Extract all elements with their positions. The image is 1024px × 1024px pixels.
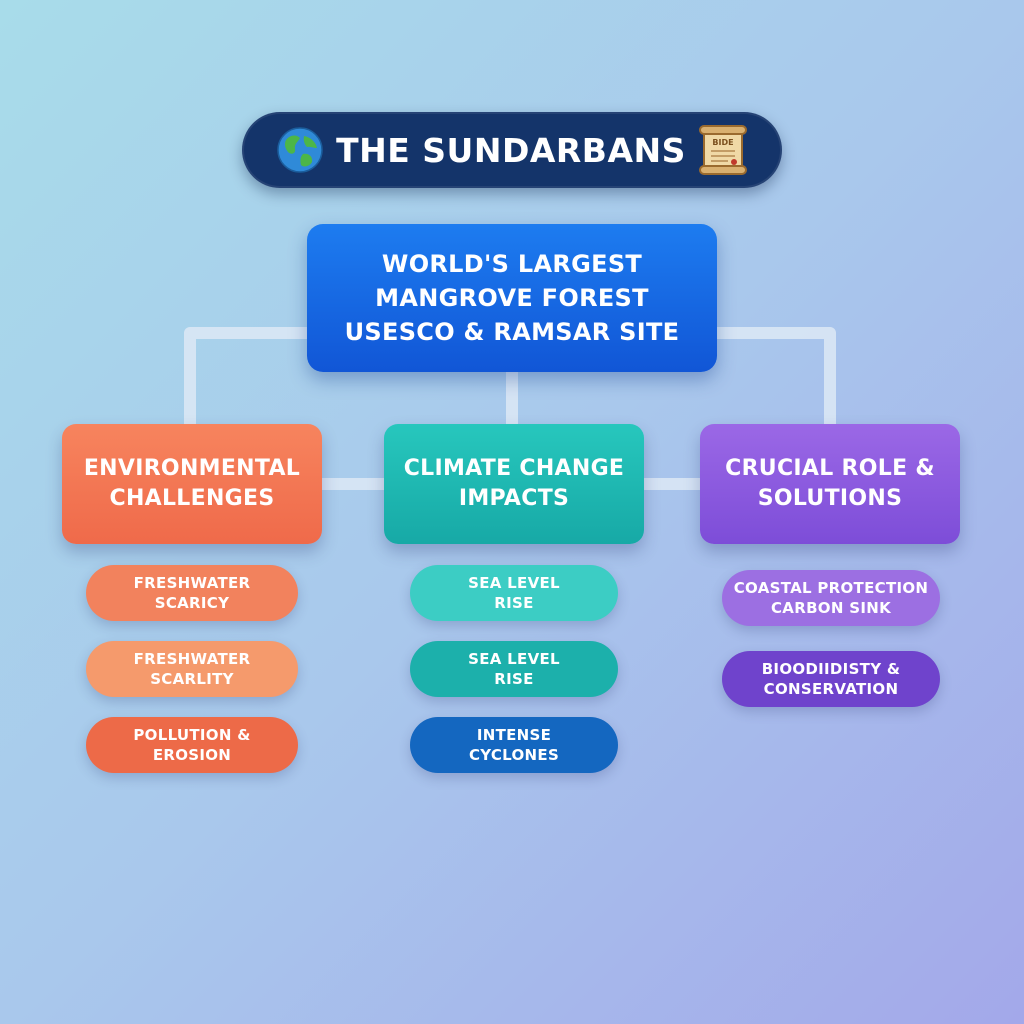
leaf-item: FRESHWATER SCARLITY [86, 641, 298, 697]
leaf-line: SEA LEVEL [468, 574, 560, 592]
leaf-item: FRESHWATER SCARICY [86, 565, 298, 621]
category-title-line: IMPACTS [458, 486, 570, 511]
leaf-line: SCARICY [154, 594, 230, 612]
category-title-line: SOLUTIONS [757, 486, 903, 511]
page-title: THE SUNDARBANS [336, 130, 686, 170]
leaf-line: SCARLITY [150, 670, 234, 688]
leaf-line: POLLUTION & [133, 726, 251, 744]
leaf-item: COASTAL PROTECTION CARBON SINK [722, 570, 940, 626]
root-line: WORLD'S LARGEST [381, 250, 643, 278]
leaf-item: BIOODIIDISTY & CONSERVATION [722, 651, 940, 707]
leaf-line: COASTAL PROTECTION [733, 579, 929, 597]
root-node: WORLD'S LARGEST MANGROVE FOREST USESCO &… [307, 224, 717, 372]
leaf-line: BIOODIIDISTY & [761, 660, 901, 678]
leaf-line: CONSERVATION [763, 680, 899, 698]
scroll-icon: BIDE [698, 125, 747, 175]
root-line: USESCO & RAMSAR SITE [344, 318, 680, 346]
leaf-line: RISE [494, 670, 534, 688]
category-title-line: CHALLENGES [109, 486, 275, 511]
leaf-line: CARBON SINK [771, 599, 891, 617]
leaf-line: RISE [494, 594, 534, 612]
title-banner: THE SUNDARBANS BIDE [242, 112, 782, 188]
leaf-line: CYCLONES [468, 746, 560, 764]
category-title-line: CRUCIAL ROLE & [725, 456, 935, 481]
leaf-item: INTENSE CYCLONES [410, 717, 618, 773]
leaf-line: FRESHWATER [133, 650, 251, 668]
globe-icon [277, 127, 323, 173]
leaf-line: SEA LEVEL [468, 650, 560, 668]
category-crucial-role-solutions: CRUCIAL ROLE & SOLUTIONS [700, 424, 960, 544]
leaf-line: INTENSE [476, 726, 552, 744]
leaf-item: SEA LEVEL RISE [410, 565, 618, 621]
root-line: MANGROVE FOREST [375, 284, 649, 312]
leaf-item: POLLUTION & EROSION [86, 717, 298, 773]
leaf-line: EROSION [152, 746, 232, 764]
category-climate-change-impacts: CLIMATE CHANGE IMPACTS [384, 424, 644, 544]
category-title-line: ENVIRONMENTAL [83, 456, 301, 481]
category-environmental-challenges: ENVIRONMENTAL CHALLENGES [62, 424, 322, 544]
leaf-item: SEA LEVEL RISE [410, 641, 618, 697]
category-title-line: CLIMATE CHANGE [403, 456, 625, 481]
leaf-line: FRESHWATER [133, 574, 251, 592]
scroll-label: BIDE [712, 138, 733, 147]
